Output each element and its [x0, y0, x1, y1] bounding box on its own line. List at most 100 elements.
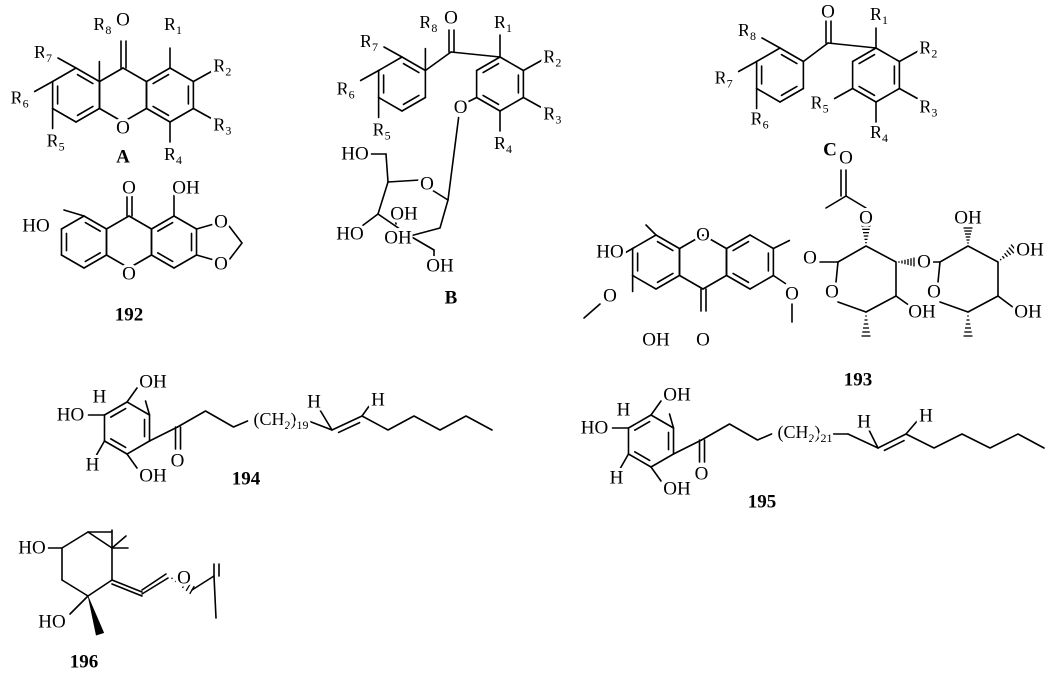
phloroglucinol-ring-194: [103, 440, 128, 455]
xanthone-192-right-ring: [150, 254, 175, 269]
substituent-bond: [383, 46, 403, 58]
hydroxyl-label: OH: [172, 178, 200, 199]
alkyl-chain: [700, 423, 773, 441]
hydroxyl-label: HO: [596, 242, 623, 263]
xanthone-a-left-ring: [51, 67, 77, 83]
xanthone-192-central-ring: [105, 254, 130, 269]
hydroxyl-label: OH: [954, 208, 982, 229]
hash-stroke: [1001, 255, 1005, 259]
hydroxyl-bond: [361, 213, 379, 227]
xanthone-a-right-ring: [169, 107, 195, 123]
allene-bond: [141, 577, 169, 595]
aromatic-double-bond: [110, 438, 127, 449]
xanthone-193-left-ring: [655, 274, 681, 290]
acetyl-methyl-bond: [825, 195, 847, 209]
methoxy-oxygen: O: [785, 284, 799, 305]
phloroglucinol-ring-195: [650, 453, 675, 468]
methylene-chain-label: (CH2)21: [778, 422, 833, 445]
substituent-r7: R7: [360, 31, 378, 54]
substituent-r4: R4: [494, 133, 512, 156]
hashed-glycosidic-bond: [898, 257, 915, 267]
hash-stroke: [1010, 244, 1018, 252]
hash-stroke: [1006, 249, 1012, 256]
glycosidic-bond: [465, 96, 478, 104]
benzophenone-b-left-ring: [377, 56, 403, 72]
glycosidic-bond: [772, 239, 791, 250]
substituent-r5: R5: [47, 131, 65, 154]
benzophenone-b-right-ring: [499, 96, 525, 112]
xanthone-193-left-ring: [655, 234, 681, 250]
xanthone-192-left-ring: [60, 215, 85, 230]
substituent-bond: [522, 96, 543, 109]
sugar-ring-bond: [387, 179, 421, 183]
xanthone-193-central-ring: [678, 274, 704, 290]
carbonyl-oxygen: O: [695, 464, 709, 485]
glycosidic-bond: [447, 116, 460, 201]
aromatic-double-bond: [482, 62, 500, 74]
xanthone-192-central-ring: [105, 215, 130, 230]
xanthone-192-left-ring: [83, 254, 108, 269]
glycosidic-oxygen: O: [454, 97, 468, 118]
sugar-ring-bond: [939, 301, 969, 313]
xanthone-a-right-ring: [169, 67, 195, 83]
substituent-bond: [761, 37, 781, 49]
aromatic-double-bond: [482, 94, 500, 106]
hydroxyl-label: OH: [1014, 302, 1042, 323]
compound-label-195: 195: [748, 492, 777, 513]
hydroxyl-label: HO: [22, 216, 49, 237]
hydrogen-label: H: [610, 468, 624, 489]
xanthone-193-right-ring: [725, 274, 751, 290]
phloroglucinol-ring-194: [103, 401, 128, 416]
acetoxy-oxygen: O: [859, 208, 873, 229]
substituent-bond: [57, 57, 77, 69]
carbonyl-oxygen: O: [821, 2, 835, 23]
hydroxyl-bond: [997, 295, 1015, 309]
substituent-bond: [737, 60, 758, 73]
xanthone-192-left-ring: [60, 254, 85, 269]
benzophenone-b-right-ring: [499, 56, 525, 72]
xanthone-193-central-ring: [702, 234, 728, 250]
hydroxyl-label: HO: [38, 612, 65, 633]
benzophenone-c-left-ring: [779, 87, 805, 103]
h-bond: [319, 409, 333, 431]
cis-double-bond: [877, 433, 907, 449]
phloroglucinol-ring-194: [126, 440, 151, 455]
aromatic-double-bond: [402, 62, 420, 74]
xanthone-193-right-ring: [749, 234, 775, 250]
xanthone-a-right-ring: [145, 107, 171, 123]
hash-stroke: [171, 577, 173, 580]
substituent-r6: R6: [11, 88, 29, 111]
hydroxyl-bond: [650, 466, 662, 482]
hydroxyl-label: OH: [390, 204, 418, 225]
hydrogen-label: H: [919, 406, 933, 427]
hydroxyl-label: OH: [642, 330, 670, 351]
hydroxymethyl-bond: [385, 153, 389, 183]
substituent-r3: R3: [919, 97, 937, 120]
aromatic-double-bond: [152, 73, 170, 85]
hash-stroke: [178, 580, 182, 586]
cyclohexane-ring-196: [61, 579, 89, 597]
hashed-acetoxy-bond: [861, 225, 871, 244]
xanthone-192-right-ring: [150, 215, 175, 230]
sugar-ring-bond: [837, 301, 867, 313]
ketone-bond: [672, 439, 703, 455]
cyclohexane-ring-196: [87, 579, 113, 597]
substituent-r2: R2: [213, 56, 231, 79]
sugar-ring-bond: [835, 261, 839, 283]
bond-layer: [33, 20, 1045, 619]
benzophenone-b-right-ring: [475, 96, 501, 112]
h-bond: [361, 401, 373, 417]
aromatic-double-bond: [157, 221, 174, 232]
hydrogen-label: H: [307, 392, 321, 413]
benzophenone-c-left-ring: [755, 47, 781, 63]
benzophenone-b-right-ring: [475, 56, 501, 72]
aromatic-double-bond: [157, 252, 174, 263]
xanthone-192-right-ring: [173, 254, 198, 269]
benzophenone-c-right-ring: [875, 47, 901, 63]
ring-oxygen: O: [696, 225, 710, 246]
hydroxyl-label: OH: [663, 479, 691, 500]
hydroxyl-bond: [126, 387, 138, 403]
methoxy-methyl-bond: [583, 303, 601, 319]
h-bond: [95, 440, 106, 456]
